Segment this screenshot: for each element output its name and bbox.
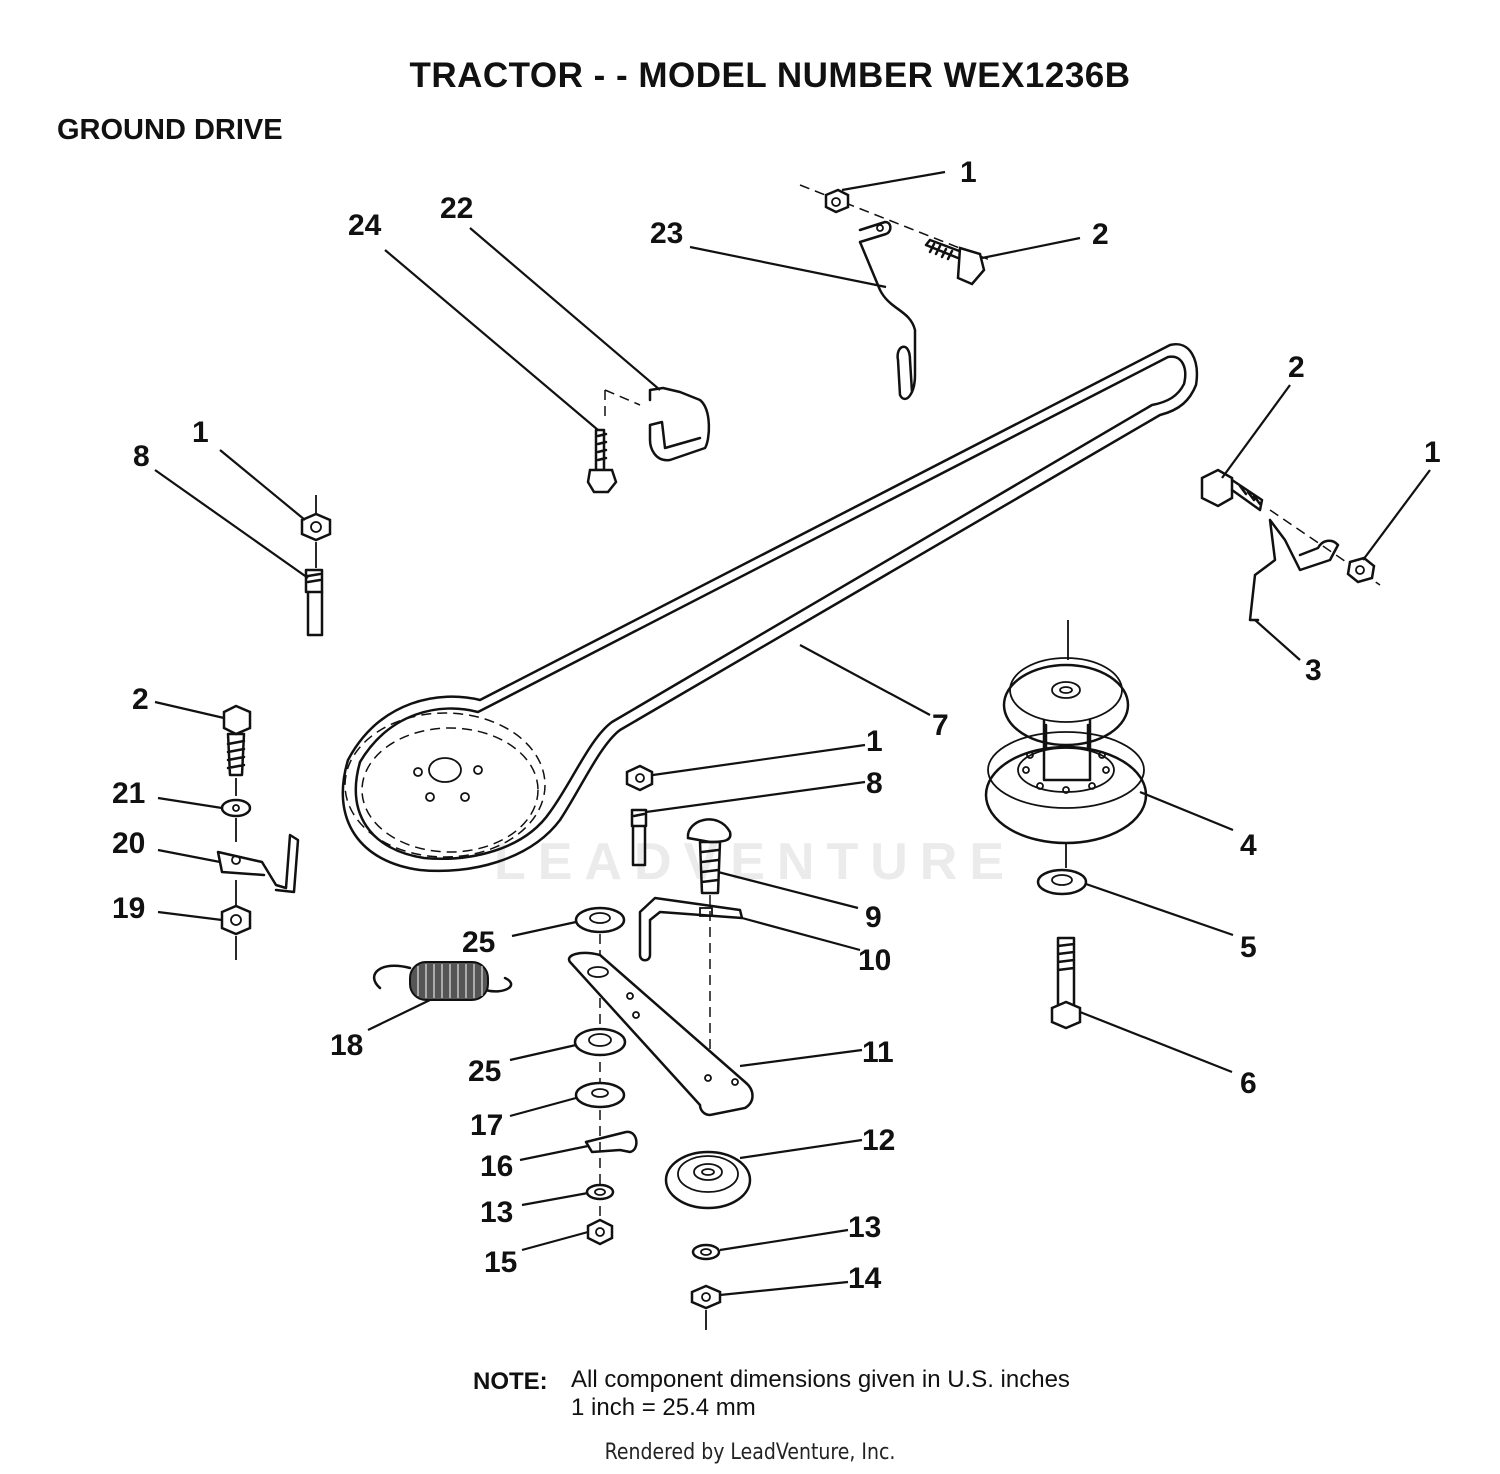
callout-13: 13 xyxy=(848,1211,881,1244)
callout-6: 6 xyxy=(1240,1067,1257,1100)
callout-13: 13 xyxy=(480,1196,513,1229)
callout-18: 18 xyxy=(330,1029,363,1062)
leader-lines xyxy=(154,170,1431,1297)
footer-credit: Rendered by LeadVenture, Inc. xyxy=(604,1440,896,1465)
section-title: GROUND DRIVE xyxy=(57,114,283,146)
transmission-pulley-4 xyxy=(984,620,1148,1030)
idler-arm-bracket-parts xyxy=(216,704,300,960)
stack-parts-left xyxy=(573,906,638,1246)
callout-2: 2 xyxy=(132,683,149,716)
belt-guide-22 xyxy=(586,386,711,494)
callout-21: 21 xyxy=(112,777,145,810)
belt-guide-bracket-3 xyxy=(1200,468,1381,622)
callout-3: 3 xyxy=(1305,654,1322,687)
belt-guide-bracket-23 xyxy=(799,184,991,401)
page-title: TRACTOR - - MODEL NUMBER WEX1236B xyxy=(409,56,1131,95)
callout-8: 8 xyxy=(866,767,883,800)
callout-20: 20 xyxy=(112,827,145,860)
drive-belt xyxy=(341,342,1199,873)
idler-spring-18 xyxy=(373,961,513,1001)
callout-25: 25 xyxy=(468,1055,501,1088)
callout-9: 9 xyxy=(865,901,882,934)
callout-15: 15 xyxy=(484,1246,517,1279)
stud-and-nut-left xyxy=(300,495,332,637)
callout-14: 14 xyxy=(848,1262,882,1295)
callout-23: 23 xyxy=(650,217,683,250)
callout-5: 5 xyxy=(1240,931,1257,964)
callout-2: 2 xyxy=(1288,351,1305,384)
callout-1: 1 xyxy=(1424,436,1441,469)
callout-16: 16 xyxy=(480,1150,513,1183)
callout-12: 12 xyxy=(862,1124,895,1157)
callout-8: 8 xyxy=(133,440,150,473)
callout-labels: 1 2 23 22 24 2 1 3 1 8 7 1 8 4 5 6 2 21 … xyxy=(112,156,1441,1295)
callout-19: 19 xyxy=(112,892,145,925)
callout-7: 7 xyxy=(932,709,949,742)
note-conversion: 1 inch = 25.4 mm xyxy=(571,1394,756,1421)
callout-11: 11 xyxy=(862,1036,894,1069)
callout-10: 10 xyxy=(858,944,891,977)
note-label: NOTE: xyxy=(473,1368,548,1395)
callout-24: 24 xyxy=(348,209,382,242)
idler-bracket-10 xyxy=(638,896,744,962)
callout-1: 1 xyxy=(192,416,209,449)
callout-1: 1 xyxy=(866,725,883,758)
callout-17: 17 xyxy=(470,1109,503,1142)
watermark-text: LEADVENTURE xyxy=(493,833,1017,891)
idler-arm-11 xyxy=(567,951,754,1117)
stud-and-nut-center xyxy=(625,764,654,867)
callout-22: 22 xyxy=(440,192,473,225)
callout-2: 2 xyxy=(1092,218,1109,251)
note-text: All component dimensions given in U.S. i… xyxy=(571,1366,1070,1393)
callout-25: 25 xyxy=(462,926,495,959)
idler-pulley-12 xyxy=(664,1150,752,1330)
callout-1: 1 xyxy=(960,156,977,189)
callout-4: 4 xyxy=(1240,829,1257,862)
